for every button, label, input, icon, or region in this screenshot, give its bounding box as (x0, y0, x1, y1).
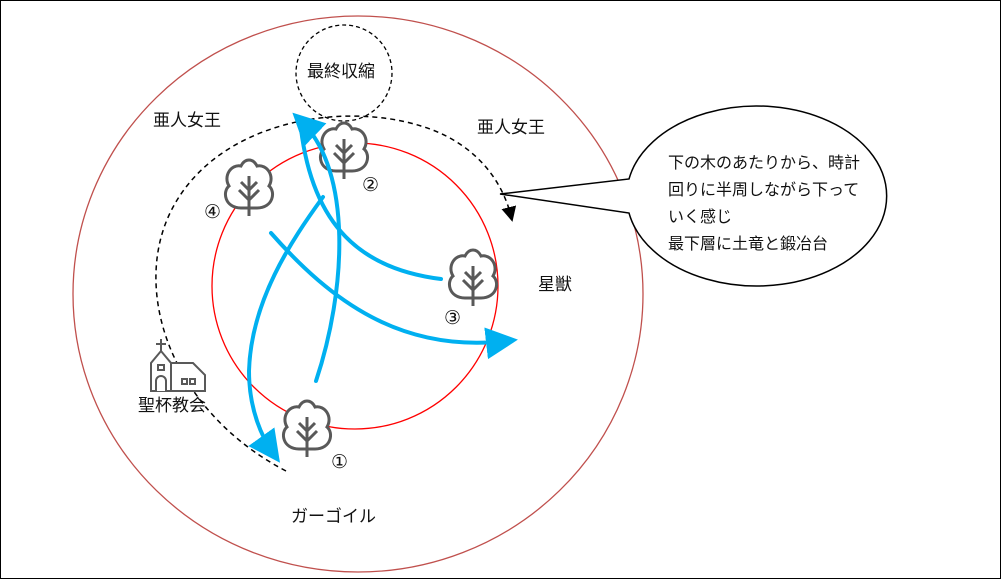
final-shrink-circle (295, 24, 393, 122)
tree-number-3: ③ (444, 307, 462, 329)
route-arrow-2-to-bottom (246, 195, 325, 463)
callout-line: 最下層に土竜と鍛冶台 (668, 234, 829, 253)
church-icon (150, 339, 206, 392)
tree-number-2: ② (362, 174, 380, 196)
queen-left-label: 亜人女王 (153, 111, 221, 131)
tree-icon-4 (223, 158, 275, 218)
route-arrow-4-to-right (269, 231, 518, 360)
final-shrink-label: 最終収縮 (307, 62, 375, 82)
queen-right-label: 亜人女王 (477, 118, 545, 138)
callout-line: いく感じ (668, 207, 733, 226)
callout-line: 回りに半周しながら下って (668, 180, 860, 199)
tree-number-1: ① (331, 451, 349, 473)
tree-icon-3 (447, 248, 499, 308)
callout-text: 下の木のあたりから、時計 回りに半周しながら下って いく感じ 最下層に土竜と鍛冶… (668, 149, 860, 257)
outer-ring (72, 15, 644, 573)
tree-number-4: ④ (204, 201, 222, 223)
gargoyle-label: ガーゴイル (291, 507, 376, 527)
church-label: 聖杯教会 (138, 396, 206, 416)
callout-bubble (499, 105, 888, 287)
route-arrow-1-to-top (292, 112, 342, 383)
tree-icon-2 (318, 121, 370, 181)
callout-line: 下の木のあたりから、時計 (668, 153, 861, 172)
star-beast-label: 星獣 (538, 275, 572, 295)
tree-icon-1 (281, 399, 333, 459)
route-arrow-3-to-top (299, 127, 443, 281)
